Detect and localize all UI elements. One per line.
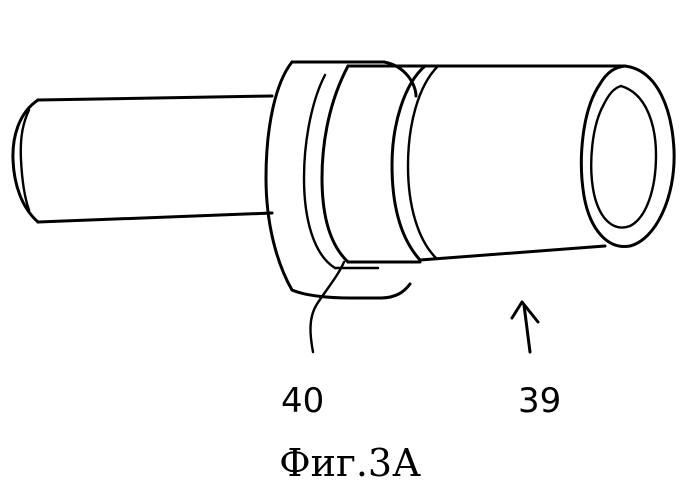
reference-label-39: 39 xyxy=(518,381,561,421)
arrow-39 xyxy=(512,302,538,352)
sleeve-step xyxy=(322,66,425,262)
tube-end-opening xyxy=(581,66,674,247)
reference-label-40: 40 xyxy=(281,381,324,421)
left-shaft xyxy=(13,96,272,222)
leader-line-40 xyxy=(310,262,344,352)
figure-caption: Фиг.3А xyxy=(279,441,421,485)
